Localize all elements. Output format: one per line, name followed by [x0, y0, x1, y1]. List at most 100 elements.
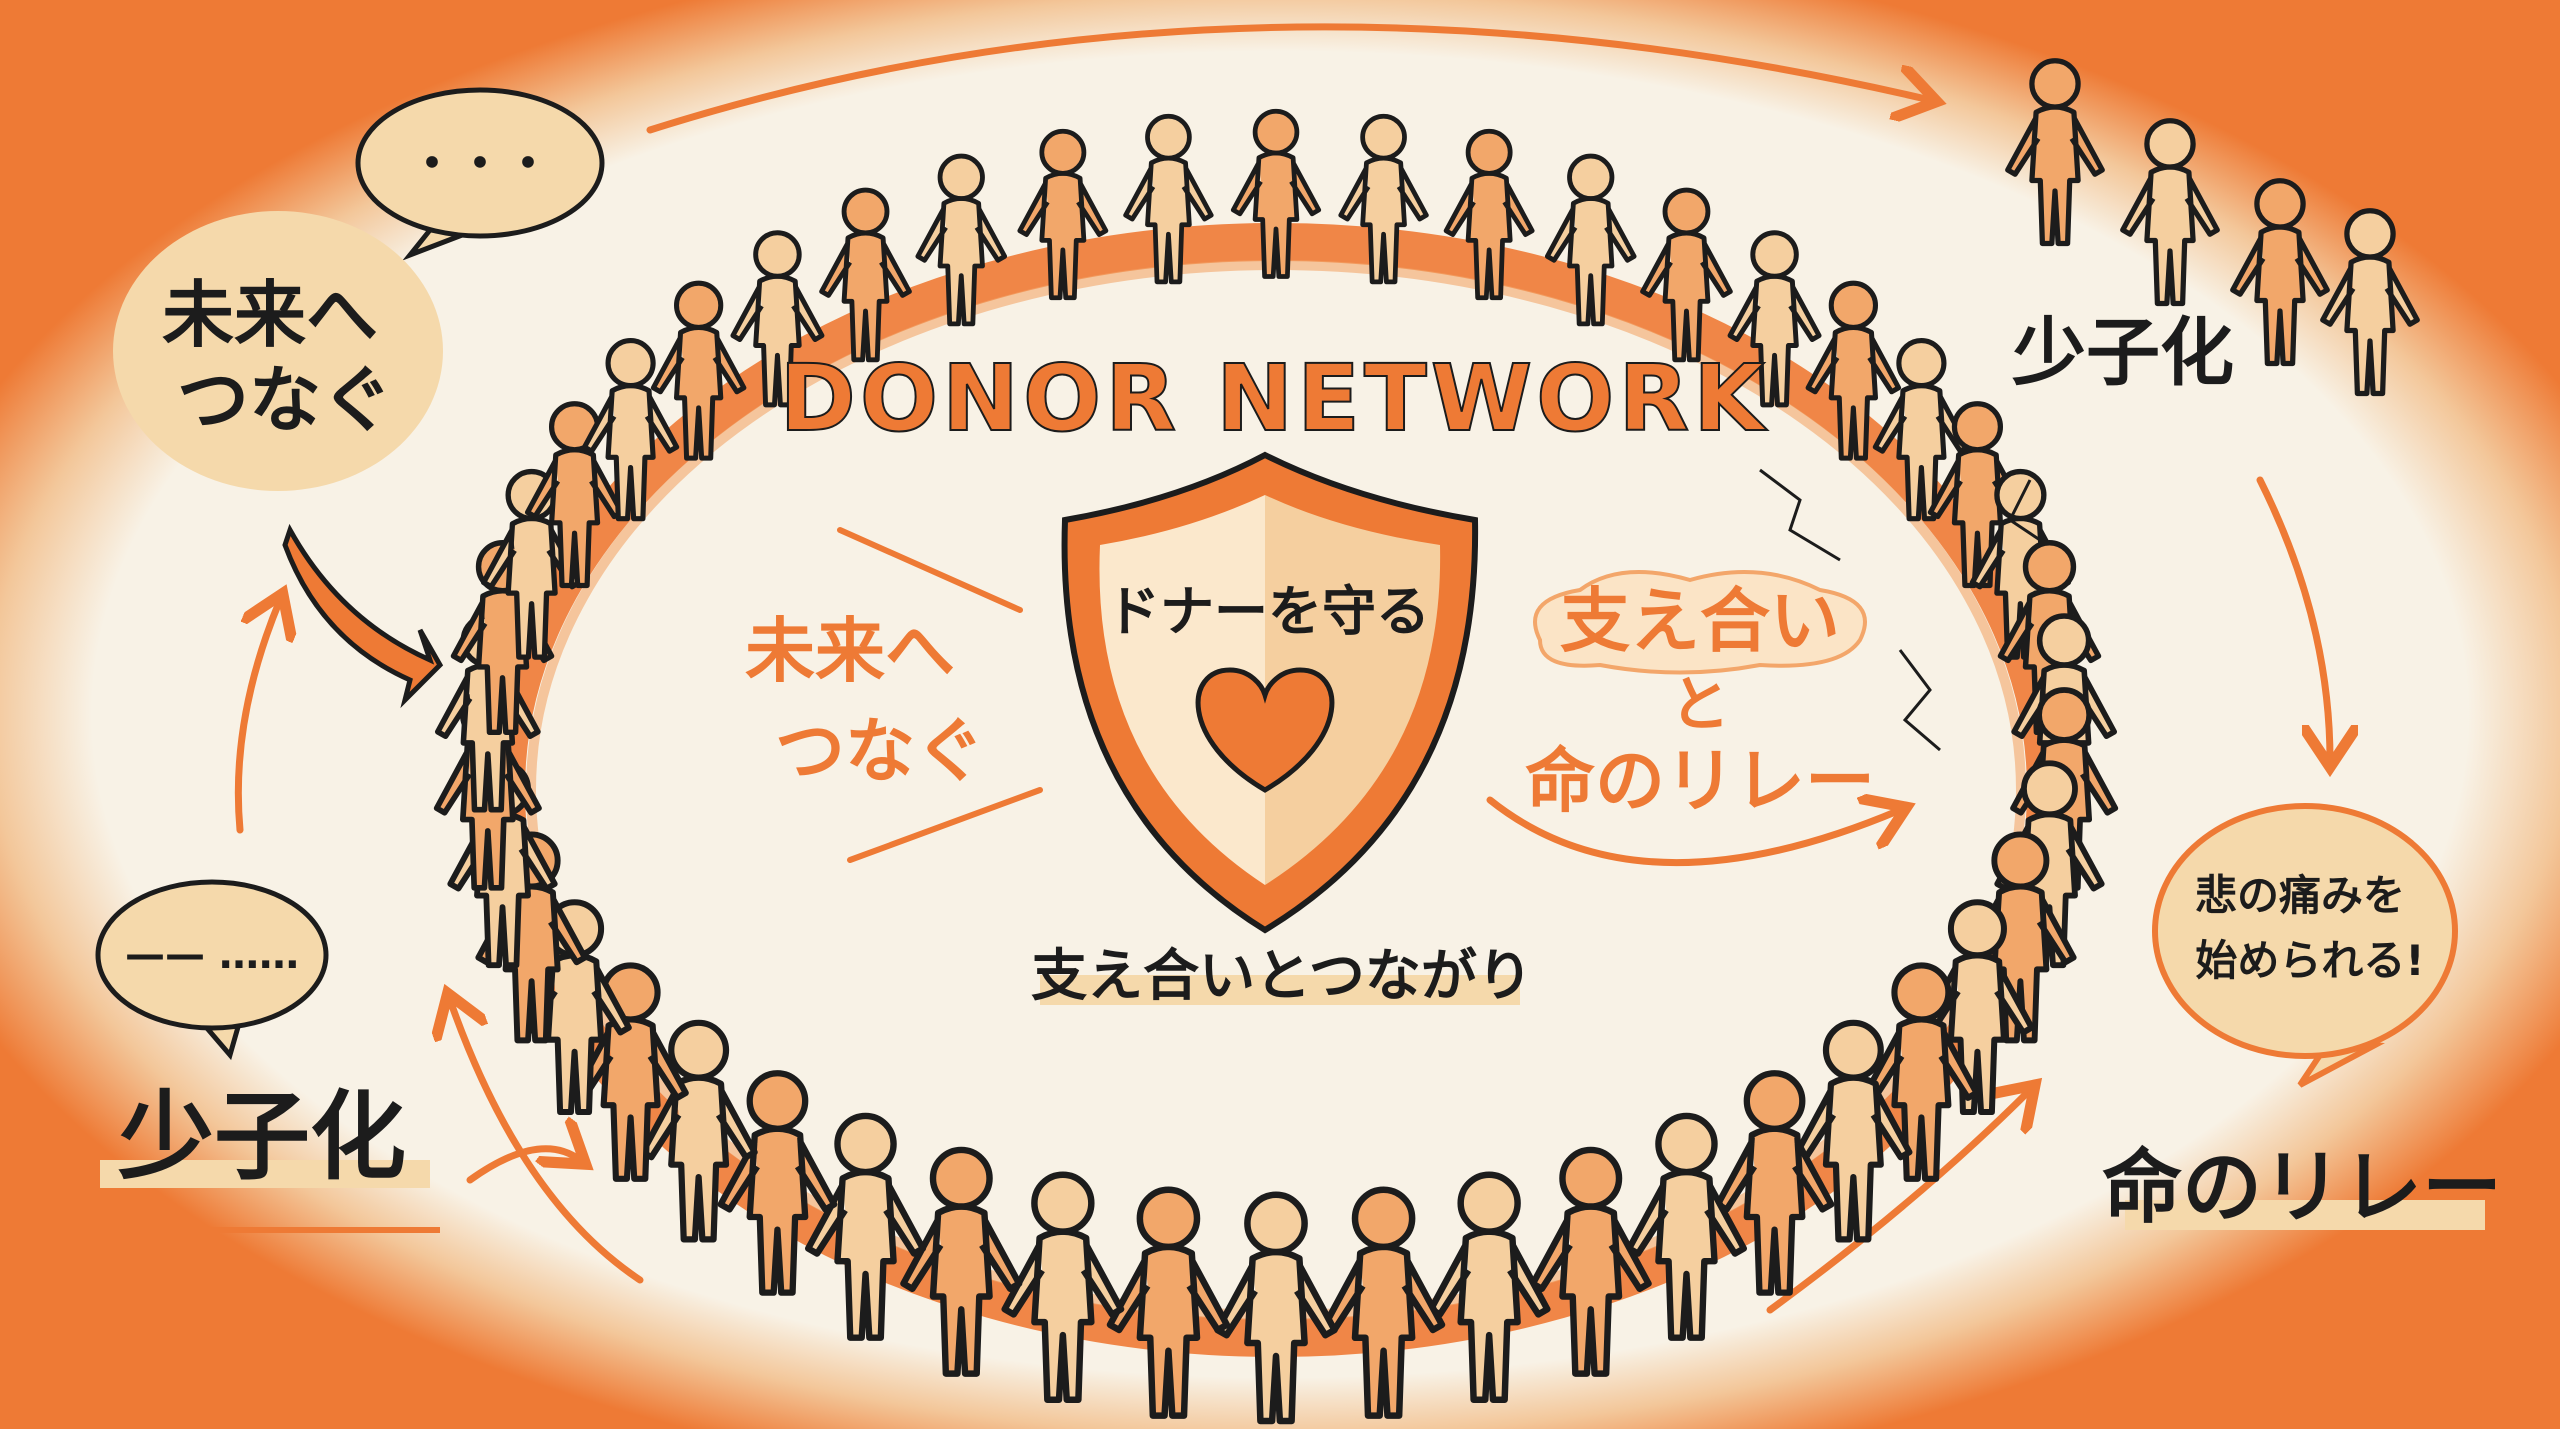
arrow-right-down: [2256, 476, 2330, 760]
person-figure: [900, 1146, 1023, 1377]
person-figure: [1001, 1171, 1125, 1404]
person-head: [841, 187, 890, 236]
person-head: [2144, 118, 2196, 170]
person-head: [1039, 128, 1087, 176]
person-figure: [717, 1070, 838, 1296]
bubble-dots-text: ・・・: [408, 136, 552, 192]
person-body: [1230, 150, 1322, 279]
shield-label: ドナーを守る: [1106, 580, 1430, 643]
person-figure: [2120, 118, 2220, 307]
person-head: [1891, 962, 1952, 1023]
person-head: [1360, 113, 1407, 161]
crack-marks: [1759, 468, 2041, 752]
person-figure: [1338, 113, 1429, 285]
inner-right-line2: と: [1670, 670, 1730, 740]
person-figure: [1794, 1019, 1913, 1243]
person-body: [915, 196, 1008, 327]
person-figure: [2005, 58, 2105, 247]
right-label-top: 少子化: [2012, 310, 2234, 396]
person-figure: [2230, 178, 2330, 367]
person-head: [937, 153, 985, 201]
person-head: [674, 280, 724, 330]
left-label: 少子化: [118, 1081, 406, 1193]
right-label-underline: [2125, 1200, 2485, 1230]
person-body: [1727, 273, 1822, 408]
person-figure: [1640, 187, 1733, 363]
person-head: [1145, 113, 1192, 161]
cloud-shape: [1533, 570, 1867, 675]
person-head: [746, 1070, 809, 1132]
person-head: [1252, 108, 1300, 156]
person-body: [1017, 170, 1109, 301]
person-body: [524, 447, 625, 589]
person-body: [730, 273, 825, 408]
person-head: [1947, 899, 2007, 959]
person-head: [1567, 153, 1615, 201]
person-head: [1465, 128, 1513, 176]
person-figure: [1230, 108, 1322, 279]
right-bubble-line1: 悲の痛みを: [2195, 871, 2405, 920]
person-figure: [581, 337, 680, 522]
person-head: [1743, 1070, 1806, 1132]
person-head: [834, 1112, 897, 1176]
person-figure: [1529, 1146, 1652, 1377]
person-head: [668, 1019, 730, 1081]
person-head: [1822, 1019, 1884, 1081]
person-figure: [1805, 280, 1902, 461]
person-head: [2021, 760, 2078, 818]
person-head: [2344, 208, 2396, 260]
person-figure: [1727, 230, 1822, 408]
title: DONOR NETWORK: [779, 345, 1768, 452]
inner-left-line2: つなぐ: [775, 710, 985, 792]
speech-bubble-lines: —— ……: [95, 879, 329, 1061]
flow-arrows: [234, 23, 2330, 1314]
person-figure: [915, 153, 1008, 327]
arrow-top: [646, 23, 1930, 134]
person-figure: [524, 401, 625, 589]
people-holding-hands: [433, 108, 2119, 1425]
left-bubble-line1: 未来へ: [162, 273, 378, 357]
person-head: [1828, 280, 1878, 330]
right-label-bottom: 命のリレー: [2102, 1141, 2502, 1234]
inner-left-line1: 未来へ: [745, 610, 955, 692]
person-figure: [639, 1019, 758, 1243]
person-head: [1559, 1146, 1623, 1210]
person-body: [581, 383, 680, 522]
speech-bubble-right: [2152, 803, 2458, 1088]
person-figure: [2320, 208, 2420, 397]
bubble-lines-text: —— ……: [125, 932, 299, 978]
person-head: [1991, 831, 2050, 890]
person-figure: [1544, 153, 1637, 327]
person-head: [753, 230, 802, 279]
person-head: [1896, 337, 1947, 389]
person-body: [1544, 196, 1637, 327]
person-figure: [1214, 1191, 1338, 1425]
arrow-bottom-left: [450, 1000, 644, 1284]
person-head: [1994, 468, 2047, 522]
person-head: [2036, 687, 2093, 743]
person-head: [2022, 540, 2077, 594]
speech-bubble-dots: ・・・: [355, 87, 605, 261]
person-figure: [1443, 128, 1535, 301]
arrow-left-small: [466, 1149, 580, 1184]
inner-right-line3: 命のリレー: [1525, 740, 1875, 822]
person-figure: [1321, 1186, 1446, 1419]
bold-arrow-icon: [282, 523, 444, 709]
center-caption: 支え合いとつながり: [1031, 944, 1533, 1009]
people-group-right: [2005, 58, 2420, 397]
person-head: [605, 337, 656, 389]
person-body: [650, 324, 747, 461]
bubble-main: [113, 211, 443, 491]
person-figure: [1106, 1186, 1231, 1419]
inner-lines: [837, 527, 1043, 863]
person-figure: [572, 962, 689, 1182]
caption-underline: [1040, 975, 1520, 1005]
person-head: [1655, 1112, 1718, 1176]
person-figure: [1123, 113, 1214, 285]
person-head: [1457, 1171, 1521, 1235]
person-head: [1244, 1191, 1308, 1256]
left-label-underline: [100, 1160, 430, 1188]
person-head: [1351, 1186, 1416, 1251]
person-figure: [804, 1112, 927, 1341]
